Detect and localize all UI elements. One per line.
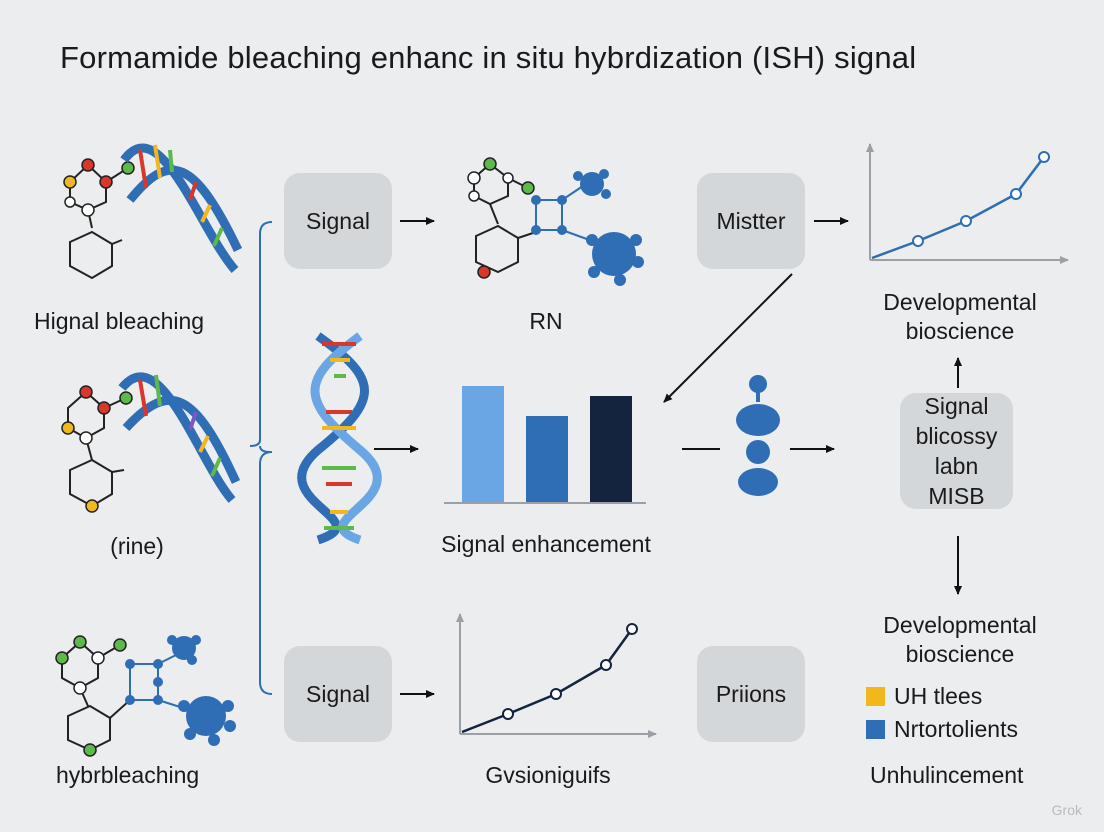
box-signal-right: Signal blicossy labn MISB [900,393,1013,509]
box-signal-right-line1: Signal [924,393,989,419]
molecule-icon-center-top [467,157,644,286]
label-right-mid: Developmental bioscience [883,612,1037,667]
legend-swatch-yellow [866,687,885,706]
molecule-dna-icon-middle [61,372,241,513]
arrow-mistter-to-bars [663,273,793,403]
bar-chart [444,386,646,504]
box-priions: Priions [697,646,805,742]
box-mistter-label: Mistter [716,207,786,234]
label-left-bottom: hybrbleaching [56,762,200,788]
left-bracket [249,221,273,695]
legend-label-1: Nrtortolients [894,716,1018,742]
box-signal-right-line3: MISB [928,483,985,509]
label-center-top: RN [529,308,563,334]
flow-arrows [374,217,962,698]
line-chart-top [866,143,1069,264]
bar-mid [526,416,568,502]
legend-label-0: UH tlees [894,683,983,709]
box-priions-label: Priions [715,680,787,707]
box-signal-bottom: Signal [284,646,392,742]
box-signal-right-line2: blicossy labn [915,423,998,479]
page-title: Formamide bleaching enhanc in situ hybrd… [60,40,917,75]
legend-swatch-blue [866,720,885,739]
legend-item-1: Nrtortolients [866,716,1018,743]
box-signal-bottom-label: Signal [306,680,370,707]
label-right-top: Developmental bioscience [883,289,1037,344]
legend-item-0: UH tlees [866,683,982,710]
box-signal-top: Signal [284,173,392,269]
watermark: Grok [1051,802,1082,818]
molecule-dna-icon-top [63,143,243,280]
label-center-bottom: Gvsioniguifs [485,762,611,788]
bar-dark [590,396,632,502]
label-left-mid: (rine) [110,533,164,559]
protein-blob-icon [736,375,780,496]
label-center-mid: Signal enhancement [441,531,651,557]
molecule-icon-bottom [55,635,236,757]
label-left-top: Hignal bleaching [34,308,205,334]
dna-helix-icon [297,332,382,545]
label-right-bottom: Unhulincement [870,762,1024,788]
line-chart-bottom [456,613,657,738]
box-mistter: Mistter [697,173,805,269]
bar-light [462,386,504,502]
box-signal-top-label: Signal [306,207,370,234]
